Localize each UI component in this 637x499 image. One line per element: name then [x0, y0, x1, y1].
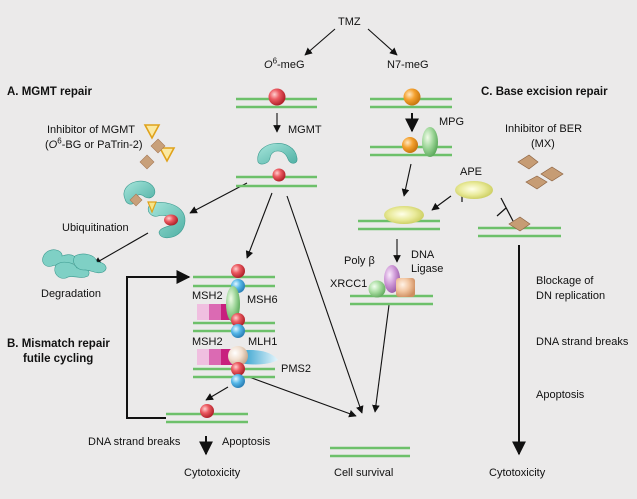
arrow-to-ape-site: [401, 163, 412, 197]
o6-meg-label: O6-meG: [264, 56, 305, 71]
mgmt-inhibitor-label-line2: (O6-BG or PaTrin-2): [45, 136, 143, 151]
n7-meg-label: N7-meG: [387, 59, 429, 71]
dna-cell-survival: [330, 446, 410, 458]
ape-label: APE: [460, 166, 483, 178]
dna-ligase-protein: [396, 278, 415, 297]
patrin-inhibitor-triangle: [158, 147, 176, 163]
blockage-label-line2: DN replication: [536, 290, 606, 302]
mmr-strand-breaks-label: DNA strand breaks: [88, 436, 181, 448]
degraded-mgmt-fragments: [42, 249, 107, 279]
mmr-adduct-sphere-2: [231, 313, 245, 327]
mmr-adduct-sphere-3: [231, 362, 245, 376]
inhibitor-diamond-2: [139, 154, 155, 170]
mgmt-enzyme-label: MGMT: [288, 124, 322, 136]
mmr-blue-sphere-2: [231, 324, 245, 338]
pms2-label: PMS2: [281, 363, 311, 375]
futile-cycle-feedback-arrow: [126, 270, 191, 419]
section-b-title-line1: B. Mismatch repair: [7, 338, 110, 350]
msh2-label-2: MSH2: [192, 336, 223, 348]
mpg-label: MPG: [439, 116, 465, 128]
arrow-to-mismatch: [245, 192, 273, 259]
mgmt-enzyme-shape: [257, 143, 298, 165]
ber-inhibitor-mx: [508, 154, 564, 232]
mpg-enzyme: [422, 127, 438, 157]
n7-adduct-at-mpg: [402, 137, 418, 153]
arrow-mmr-to-cell-survival: [248, 376, 357, 418]
ber-inhibitor-label-line2: (MX): [531, 138, 555, 150]
mmr-blue-sphere-3: [231, 374, 245, 388]
arrow-to-strand-break: [205, 386, 229, 401]
mgmt-inhibitor-label-line1: Inhibitor of MGMT: [47, 124, 136, 136]
dna-polb: [350, 294, 433, 306]
mmr-adduct-sphere-1: [231, 264, 245, 278]
strand-break-adduct-sphere: [200, 404, 214, 418]
ber-apoptosis-label: Apoptosis: [536, 389, 585, 401]
n7-methyl-adduct-sphere: [403, 88, 421, 106]
arrow-mgmt-to-ubiquitination: [189, 182, 248, 214]
xrcc1-label: XRCC1: [330, 278, 368, 290]
msh6-protein: [226, 286, 240, 322]
msh6-label: MSH6: [247, 294, 278, 306]
inhibitor-diamond-1: [150, 138, 166, 154]
arrow-ber-to-cell-survival: [372, 304, 390, 413]
section-b-title-line2: futile cycling: [23, 353, 94, 365]
xrcc1-protein: [368, 280, 386, 298]
mmr-apoptosis-label: Apoptosis: [222, 436, 271, 448]
dna-ligase-label-line1: DNA: [411, 249, 435, 261]
pathway-arrows: [93, 28, 526, 456]
ape-enzyme: [455, 181, 493, 199]
o6bg-inhibitor-triangle: [143, 124, 161, 140]
pms2-protein: [238, 350, 278, 365]
msh2-label-1: MSH2: [192, 290, 223, 302]
tmz-label: TMZ: [338, 16, 361, 28]
ber-cytotoxicity-label: Cytotoxicity: [489, 467, 546, 479]
section-c-title: C. Base excision repair: [481, 86, 608, 98]
ubiquitination-label: Ubiquitination: [62, 222, 129, 234]
ber-inhibitor-label-line1: Inhibitor of BER: [505, 123, 583, 135]
blockage-label-line1: Blockage of: [536, 275, 594, 287]
ber-inhibition-line: [500, 197, 514, 222]
degradation-label: Degradation: [41, 288, 101, 300]
dna-ligase-label-line2: Ligase: [411, 263, 444, 275]
poly-beta-label: Poly β: [344, 255, 375, 267]
mgmt-inhibitor-complex: [123, 180, 186, 239]
arrow-o6-to-cell-survival: [286, 195, 364, 414]
cell-survival-label: Cell survival: [334, 467, 394, 479]
ber-strand-breaks-label: DNA strand breaks: [536, 336, 629, 348]
arrow-to-degradation: [93, 232, 149, 265]
ap-site-incision: [384, 206, 424, 224]
arrow-tmz-to-n7meg: [367, 28, 398, 56]
section-a-title: A. MGMT repair: [7, 86, 92, 98]
mx-bound-diamond: [508, 216, 531, 232]
arrow-tmz-to-o6meg: [304, 28, 336, 56]
mgmt-adduct-sphere: [272, 168, 286, 182]
mlh1-label: MLH1: [248, 336, 278, 348]
mlh1-protein: [228, 346, 248, 366]
arrow-ape: [431, 195, 452, 211]
o6-methyl-adduct-sphere: [268, 88, 286, 106]
ber-inhibition-tbar: [496, 207, 507, 217]
mmr-cytotoxicity-label: Cytotoxicity: [184, 467, 241, 479]
